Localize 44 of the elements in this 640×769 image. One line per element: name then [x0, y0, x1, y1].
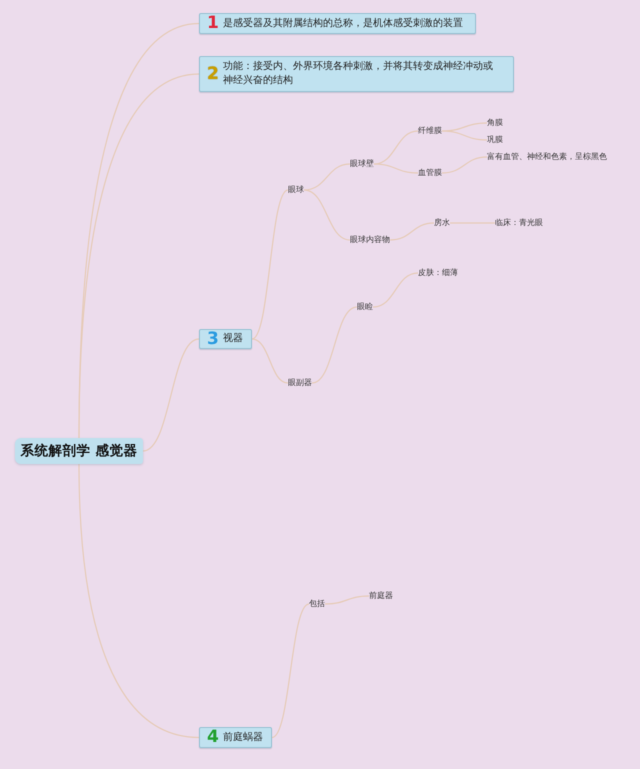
connector-line — [252, 338, 288, 384]
connector-line — [442, 156, 488, 174]
topic-box — [199, 727, 272, 748]
connector-line — [374, 163, 418, 174]
subtopic-label: 眼球壁 — [350, 159, 374, 169]
connector-line — [324, 595, 370, 605]
subtopic-label: 眼睑 — [357, 302, 373, 312]
topic-number: 2 — [207, 66, 219, 82]
topic-text: 前庭蜗器 — [222, 730, 263, 744]
topic-box — [199, 56, 514, 92]
connector-line — [372, 272, 418, 308]
topic-text: 视器 — [222, 332, 243, 346]
connector-line — [450, 222, 495, 224]
topic-text: 功能：接受内、外界环境各种刺激，并将其转变成神经冲动或神经兴奋的结构 — [222, 60, 494, 88]
subtopic-label: 纤维膜 — [418, 126, 442, 136]
topic-number: 4 — [207, 729, 219, 746]
connector-line — [304, 189, 350, 241]
connector-line — [312, 306, 358, 384]
connector-line — [442, 130, 488, 141]
topic-box — [199, 13, 476, 34]
connector-line — [78, 464, 200, 738]
connector-line — [272, 603, 310, 738]
subtopic-label: 血管膜 — [418, 168, 442, 178]
connector-line — [252, 190, 288, 340]
connector-line — [142, 338, 200, 452]
subtopic-label: 巩膜 — [487, 135, 503, 145]
connector-line — [304, 163, 350, 191]
subtopic-label: 眼球内容物 — [350, 235, 390, 245]
connector-line — [390, 222, 434, 241]
subtopic-label: 临床：青光眼 — [495, 218, 543, 228]
subtopic-label: 皮肤：细薄 — [418, 268, 458, 278]
topic-box — [199, 329, 252, 349]
connector-line — [374, 130, 418, 165]
topic-number: 3 — [207, 330, 219, 348]
topic-text: 是感受器及其附属结构的总称，是机体感受刺激的装置 — [222, 16, 464, 30]
subtopic-label: 眼副器 — [288, 378, 312, 388]
topic-number: 1 — [207, 15, 219, 32]
subtopic-label: 角膜 — [487, 118, 503, 128]
subtopic-label: 前庭器 — [369, 591, 393, 601]
central-topic: 系统解剖学 感觉器 — [15, 438, 143, 464]
subtopic-label: 房水 — [434, 218, 450, 228]
subtopic-label: 富有血管、神经和色素，呈棕黑色 — [487, 152, 607, 162]
subtopic-label: 包括 — [309, 599, 325, 609]
subtopic-label: 眼球 — [288, 185, 304, 195]
